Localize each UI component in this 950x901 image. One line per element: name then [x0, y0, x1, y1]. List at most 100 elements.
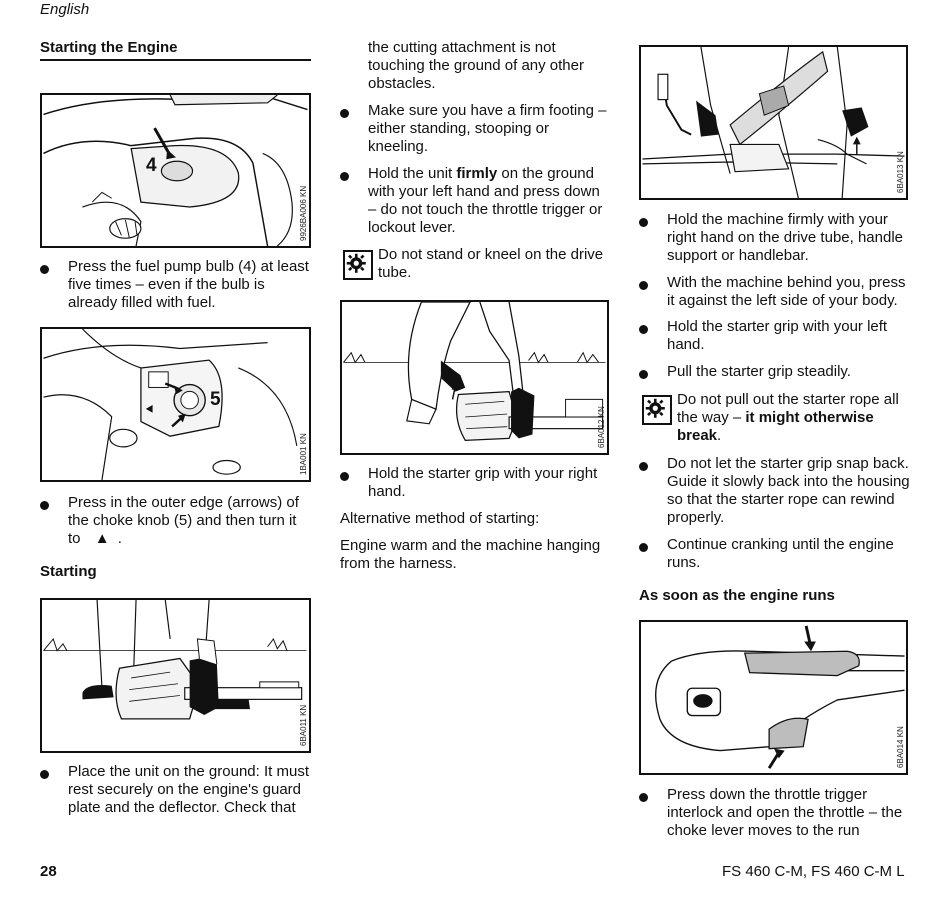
choke-knob-illustration: [43, 329, 298, 480]
choke-symbol: ▲: [94, 530, 110, 547]
bullet-line: kneeling.: [368, 138, 429, 155]
bullet-line: hand.: [368, 483, 406, 500]
bullet-line: plate and the deflector. Check that: [68, 799, 296, 816]
bullet-line: five times – even if the bulb is: [68, 276, 265, 293]
bullet-text-bold: firmly: [456, 165, 498, 182]
bullet-line: Hold the unit firmly on the ground: [368, 165, 602, 183]
bullet-dot: [639, 543, 648, 552]
section-title-engine-runs: As soon as the engine runs: [639, 587, 835, 604]
section-rule: [40, 59, 311, 61]
bullet-dot: [340, 109, 349, 118]
bullet-line: properly.: [667, 509, 725, 526]
bullet-line: so that the starter rope can rewind: [667, 491, 895, 508]
throttle-trigger-illustration: [654, 625, 905, 769]
bullet-line: Guide it slowly back into the housing: [667, 473, 910, 490]
continued-paragraph: the cutting attachment is not touching t…: [368, 39, 584, 93]
callout-5: 5: [210, 389, 221, 410]
bullet-line: Place the unit on the ground: It must: [68, 763, 309, 780]
bullet-dot: [40, 265, 49, 274]
note-text-part: the way –: [677, 409, 746, 426]
note-line: the way – it might otherwise: [677, 409, 899, 427]
bullet-line: lockout lever.: [368, 219, 456, 236]
paragraph-line: obstacles.: [368, 75, 436, 92]
bullet-text: on the ground: [497, 165, 594, 182]
gear-icon: [343, 250, 373, 280]
bullet-line: Hold the starter grip with your right: [368, 465, 598, 482]
note-text: Do not stand or kneel on the drive tube.: [378, 246, 603, 282]
bullet-line: Press in the outer edge (arrows) of: [68, 494, 299, 511]
note-text: Do not pull out the starter rope all the…: [677, 391, 899, 445]
figure-code: 6BA013 KN: [896, 151, 905, 193]
bullet-text: .: [117, 530, 122, 547]
note-line: break.: [677, 427, 899, 445]
bullet-line: right hand on the drive tube, handle: [667, 229, 904, 246]
bullet-line: With the machine behind you, press: [667, 274, 906, 291]
bullet-line: Hold the starter grip with your left: [667, 318, 888, 335]
note-text-bold: it might otherwise: [745, 409, 874, 426]
alternative-method-paragraph: Engine warm and the machine hanging from…: [340, 537, 600, 573]
section-title-starting-engine: Starting the Engine: [40, 39, 178, 56]
bullet-line: Make sure you have a firm footing –: [368, 102, 607, 119]
bullet-dot: [639, 462, 648, 471]
bullet-text: Hold the unit: [368, 165, 457, 182]
figure-hold-starter-grip: 6BA012 KN: [340, 300, 609, 455]
bullet-line: Continue cranking until the engine: [667, 536, 894, 553]
bullet-line: Do not let the starter grip snap back.: [667, 455, 909, 472]
bullet-line: choke lever moves to the run: [667, 822, 860, 839]
bullet-dot: [40, 770, 49, 779]
bullet-line: runs.: [667, 554, 701, 571]
bullet-dot: [639, 325, 648, 334]
bullet-line: to ▲ .: [68, 530, 299, 548]
callout-4: 4: [146, 155, 157, 176]
bullet-dot: [340, 472, 349, 481]
figure-throttle-trigger: 6BA014 KN: [639, 620, 908, 775]
figure-code: 6BA014 KN: [896, 726, 905, 768]
paragraph-line: from the harness.: [340, 555, 457, 572]
unit-on-ground-illustration: [43, 600, 307, 720]
figure-code: 9926BA006 KN: [299, 185, 308, 241]
bullet-line: Pull the starter grip steadily.: [667, 363, 851, 380]
bullet-dot: [639, 281, 648, 290]
figure-fuel-pump-bulb: 4 9926BA006 KN: [40, 93, 311, 248]
bullet-dot: [639, 793, 648, 802]
bullet-dot: [40, 501, 49, 510]
section-title-starting: Starting: [40, 563, 97, 580]
machine-harness-illustration: [642, 47, 905, 198]
language-label: English: [40, 1, 90, 18]
bullet-dot: [340, 172, 349, 181]
figure-machine-harness: 6BA013 KN: [639, 45, 908, 200]
bullet-line: already filled with fuel.: [68, 294, 216, 311]
bullet-line: interlock and open the throttle – the: [667, 804, 903, 821]
note-line: Do not stand or kneel on the drive: [378, 246, 604, 263]
fuel-pump-illustration: [43, 95, 308, 246]
figure-code: 1BA001 KN: [299, 433, 308, 475]
figure-code: 6BA012 KN: [597, 406, 606, 448]
model-designation: FS 460 C-M, FS 460 C-M L: [722, 863, 905, 880]
bullet-line: support or handlebar.: [667, 247, 809, 264]
page-number: 28: [40, 863, 57, 880]
alternative-method-heading: Alternative method of starting:: [340, 510, 540, 527]
paragraph-line: Engine warm and the machine hanging: [340, 537, 601, 554]
bullet-line: hand.: [667, 336, 705, 353]
bullet-line: it against the left side of your body.: [667, 292, 898, 309]
bullet-line: – do not touch the throttle trigger or: [368, 201, 603, 218]
bullet-text: to: [68, 530, 81, 547]
paragraph-line: the cutting attachment is not: [368, 39, 556, 56]
gear-icon: [642, 395, 672, 425]
figure-code: 6BA011 KN: [299, 704, 308, 746]
note-line: Do not pull out the starter rope all: [677, 391, 899, 408]
note-text-bold: break: [677, 427, 718, 444]
bullet-line: rest securely on the engine's guard: [68, 781, 302, 798]
hold-starter-grip-illustration: [343, 302, 606, 441]
bullet-line: Press down the throttle trigger: [667, 786, 868, 803]
bullet-line: with your left hand and press down: [368, 183, 600, 200]
bullet-line: the choke knob (5) and then turn it: [68, 512, 297, 529]
paragraph-line: touching the ground of any other: [368, 57, 584, 74]
bullet-line: either standing, stooping or: [368, 120, 549, 137]
figure-choke-knob: 5 1BA001 KN: [40, 327, 311, 482]
note-text-part: .: [717, 427, 722, 444]
bullet-dot: [639, 370, 648, 379]
figure-unit-on-ground: 6BA011 KN: [40, 598, 311, 753]
bullet-line: Hold the machine firmly with your: [667, 211, 888, 228]
bullet-dot: [639, 218, 648, 227]
